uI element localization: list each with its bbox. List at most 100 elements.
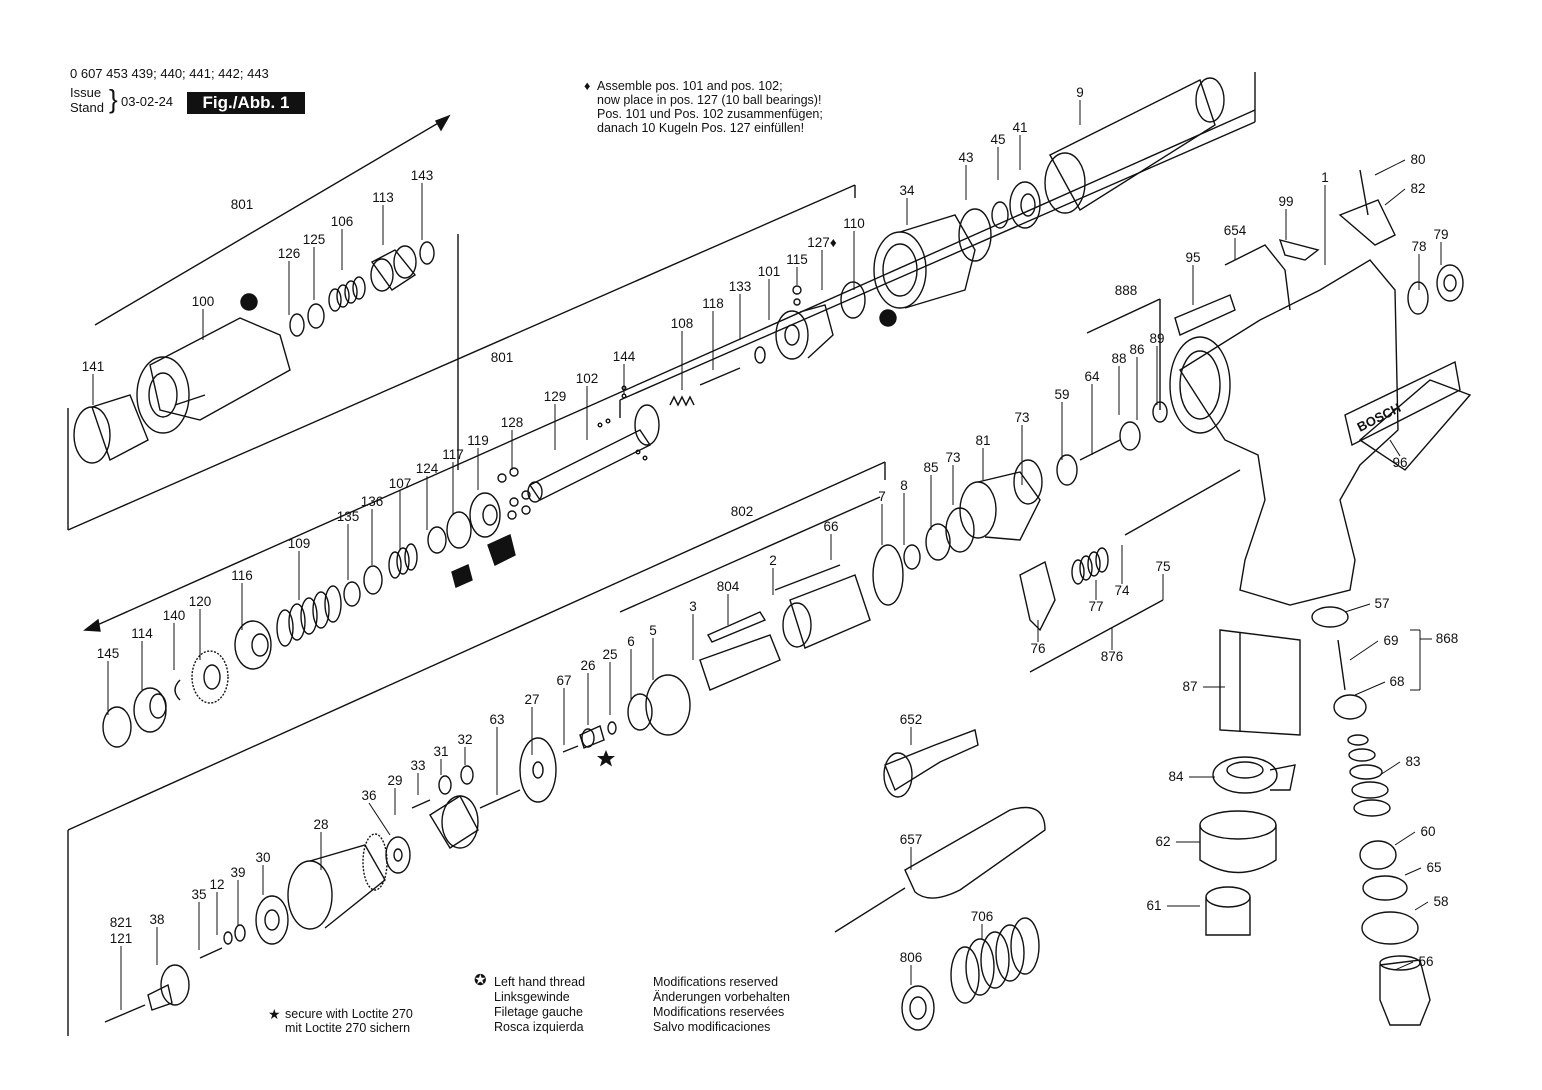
part-136-ring (363, 565, 383, 595)
part-label-25: 25 (602, 647, 618, 662)
part-label-43: 43 (958, 150, 974, 165)
part-110-oring (840, 281, 866, 319)
part-114-bushing (133, 687, 167, 733)
part-label-27: 27 (524, 692, 540, 707)
part-106-spring (328, 276, 366, 312)
part-label-31: 31 (433, 744, 449, 759)
left-thread-markers (240, 293, 897, 327)
part-75-rod (1124, 469, 1241, 536)
issue-date: 03-02-24 (121, 94, 174, 109)
part-143-oring (419, 241, 435, 265)
part-3-rotor (699, 634, 781, 691)
assembly-note-line: danach 10 Kugeln Pos. 127 einfüllen! (597, 121, 805, 135)
part-1-handle-body (1169, 259, 1472, 606)
part-8-bearing (903, 544, 921, 570)
part-label-109: 109 (287, 536, 311, 551)
figure-label: Fig./Abb. 1 (187, 92, 305, 114)
part-43-ring (958, 208, 992, 262)
part-5-bearing (627, 674, 691, 736)
stand-label: Stand (70, 100, 104, 115)
part-label-67: 67 (556, 673, 572, 688)
part-115-balls (792, 285, 802, 306)
part-26-nozzle (579, 725, 605, 749)
part-12-ring (223, 931, 233, 945)
part-label-140: 140 (162, 608, 186, 623)
part-label-125: 125 (302, 232, 326, 247)
part-label-45: 45 (990, 132, 1006, 147)
part-806-bushing (901, 985, 935, 1031)
part-label-657: 657 (899, 832, 923, 847)
part-label-876: 876 (1100, 649, 1124, 664)
part-821-pin (104, 1004, 146, 1023)
part-label-802: 802 (730, 504, 754, 519)
legend-thread-line: Linksgewinde (494, 990, 570, 1004)
part-label-57: 57 (1374, 596, 1390, 611)
part-label-58: 58 (1433, 894, 1449, 909)
part-657-screwdriver (834, 806, 1046, 933)
part-34-housing (873, 214, 976, 309)
part-label-1: 1 (1321, 170, 1329, 185)
part-63-pin (479, 789, 521, 809)
part-label-68: 68 (1389, 674, 1405, 689)
part-58-washer (1361, 911, 1419, 945)
part-84-deflector (1212, 756, 1296, 794)
issue-brace: } (109, 84, 118, 114)
part-label-126: 126 (277, 246, 301, 261)
part-label-106: 106 (330, 214, 354, 229)
part-41-bearing (1009, 181, 1041, 229)
part-label-801a: 801 (230, 197, 254, 212)
part-label-806: 806 (899, 950, 923, 965)
part-label-118: 118 (702, 296, 724, 311)
part-59-washer (1056, 454, 1078, 486)
part-135-ring (343, 581, 361, 607)
part-label-56: 56 (1418, 954, 1434, 969)
part-120-gear (191, 650, 229, 704)
loctite-symbol: ★ (268, 1006, 281, 1022)
part-label-82: 82 (1410, 181, 1426, 196)
part-74-spring (1071, 547, 1109, 585)
part-108-spring (669, 395, 695, 407)
part-27-plate (519, 737, 557, 803)
part-95-plate (1174, 294, 1236, 336)
part-88-bushing (1119, 421, 1141, 451)
part-145-ring (102, 706, 132, 748)
part-56-fitting (1379, 955, 1431, 1026)
part-label-117: 117 (442, 447, 464, 462)
part-81-valve (959, 471, 1041, 541)
part-label-115: 115 (786, 252, 808, 267)
part-label-6: 6 (627, 634, 635, 649)
part-label-141: 141 (81, 359, 105, 374)
part-39-bushing (234, 924, 246, 942)
part-label-116: 116 (231, 568, 253, 583)
assembly-note-marker: ♦ (584, 79, 591, 93)
part-73-ring-b (1013, 459, 1043, 505)
part-label-144: 144 (612, 349, 636, 364)
part-label-60: 60 (1420, 824, 1436, 839)
part-bracket-dark (451, 534, 516, 588)
part-107-spring (388, 543, 418, 579)
part-label-84: 84 (1168, 769, 1184, 784)
part-label-868: 868 (1435, 631, 1459, 646)
part-label-121: 121 (109, 931, 133, 946)
part-label-65: 65 (1426, 860, 1442, 875)
left-thread-symbol: ✪ (474, 972, 487, 989)
part-label-99: 99 (1278, 194, 1294, 209)
part-30-bearing (255, 895, 289, 945)
part-117-washer (446, 511, 472, 549)
part-32-gear (460, 765, 474, 785)
part-label-120: 120 (188, 594, 212, 609)
part-label-143: 143 (410, 168, 434, 183)
assembly-note-line: Assemble pos. 101 and pos. 102; (597, 79, 783, 93)
part-label-35: 35 (191, 887, 207, 902)
part-68-nut (1333, 694, 1367, 720)
part-60-nut (1359, 840, 1397, 870)
part-label-63: 63 (489, 712, 505, 727)
legend-loctite-line: secure with Loctite 270 (285, 1007, 413, 1021)
part-9-cylinder (1044, 77, 1225, 214)
legend-thread-line: Rosca izquierda (494, 1020, 584, 1034)
part-83-spring (1347, 734, 1391, 817)
part-706-spring (950, 917, 1040, 1004)
issue-label: Issue (70, 85, 102, 100)
